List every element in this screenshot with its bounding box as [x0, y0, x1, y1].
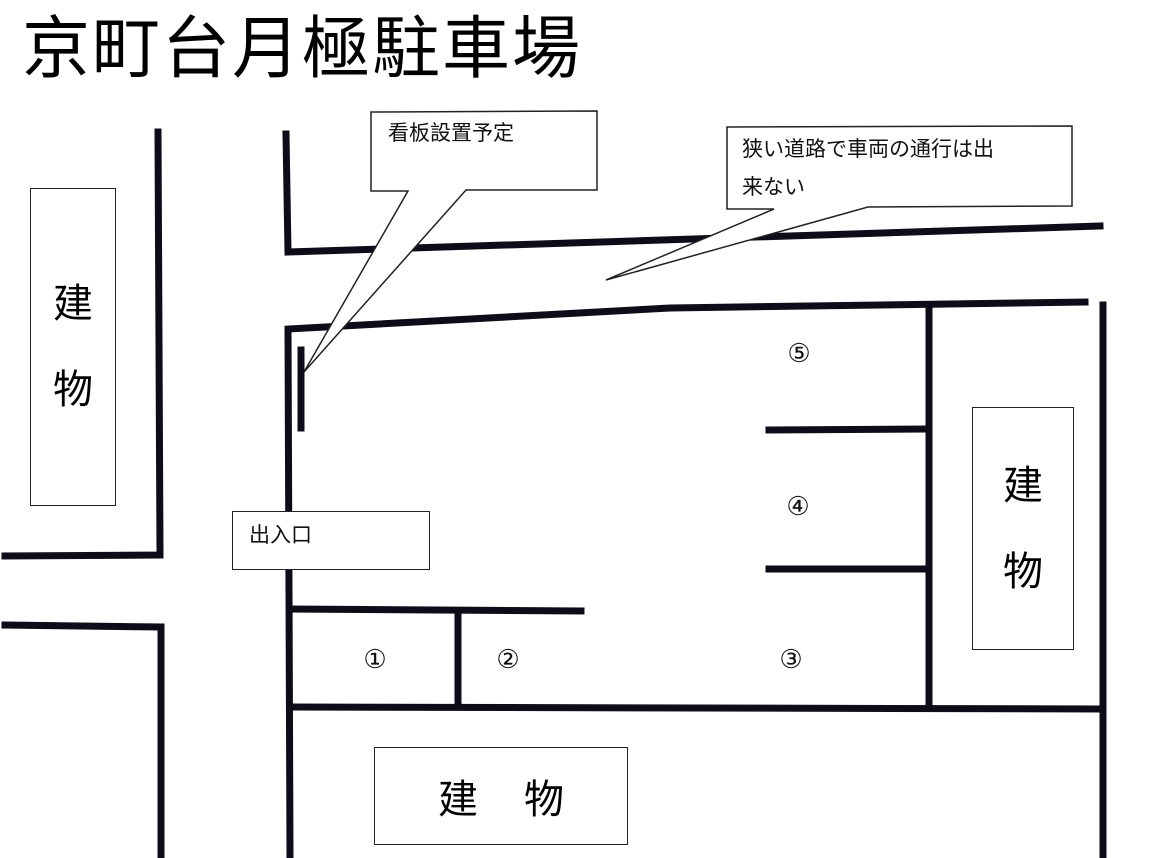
building-right: 建 物	[972, 407, 1074, 650]
page-title: 京町台月極駐車場	[22, 10, 583, 89]
narrow-road-callout-line2: 来ない	[742, 175, 805, 199]
building-bottom-char1: 建	[438, 777, 478, 823]
narrow-road-callout-line1: 狭い道路で車両の通行は出	[742, 137, 994, 161]
lot-boundary	[284, 298, 1089, 858]
parking-slot-2: ②	[496, 645, 520, 675]
road-west-upper	[1, 128, 164, 560]
signboard-callout-text: 看板設置予定	[388, 121, 514, 145]
parking-slot-5: ⑤	[787, 339, 811, 369]
entrance-label: 出入口	[249, 523, 312, 547]
narrow-road-callout-shape	[605, 125, 1073, 281]
building-right-char2: 物	[1003, 548, 1043, 595]
parking-slot-3: ③	[779, 645, 803, 675]
slot-4-5-divider	[765, 425, 930, 434]
building-left-char1: 建	[53, 281, 93, 327]
building-bottom-char2: 物	[524, 777, 564, 823]
slot-bottom-line	[286, 703, 1104, 713]
narrow-road-north-edge	[282, 130, 1104, 256]
building-right-char1: 建	[1003, 462, 1043, 509]
building-left: 建 物	[30, 188, 116, 506]
slot-top-divider	[286, 605, 585, 615]
road-west-lower	[1, 621, 165, 858]
entrance-label-box: 出入口	[232, 511, 430, 570]
building-left-char2: 物	[53, 367, 93, 413]
building-bottom: 建 物	[374, 747, 628, 845]
signboard-callout-shape	[303, 110, 598, 373]
parking-slot-1: ①	[363, 645, 387, 675]
parking-slot-4: ④	[786, 492, 810, 522]
